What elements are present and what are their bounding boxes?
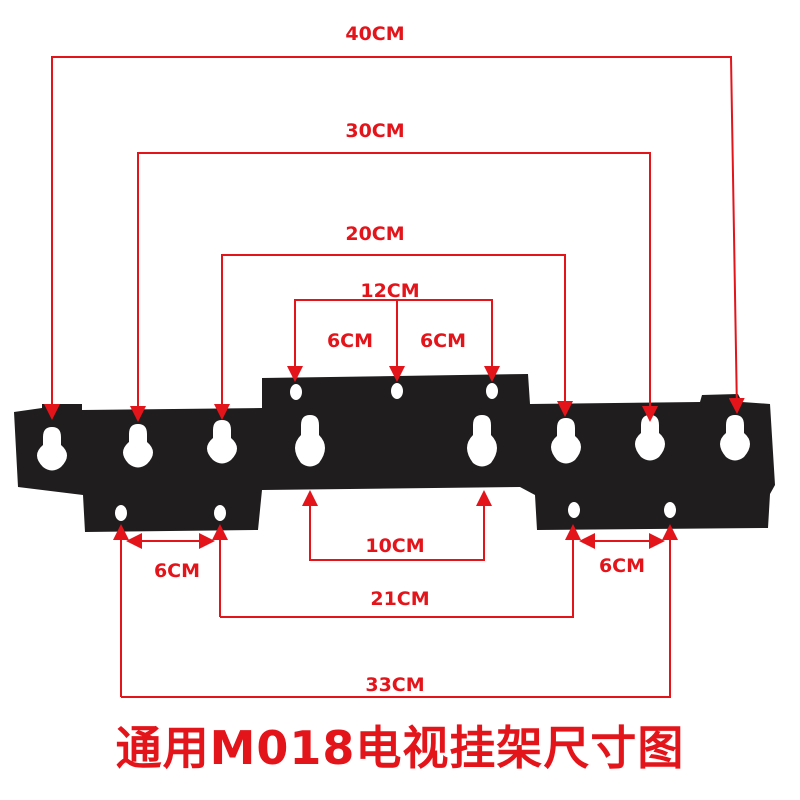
diagram-title: 通用M018电视挂架尺寸图 — [115, 721, 685, 775]
dimension-label-6cm-top-left: 6CM — [327, 330, 373, 352]
dimension-label-40cm: 40CM — [345, 23, 404, 45]
dimension-label-6cm-bottom-right: 6CM — [599, 555, 645, 577]
dimension-label-10cm: 10CM — [365, 535, 424, 557]
dimension-label-6cm-bottom-left: 6CM — [154, 560, 200, 582]
dimension-label-30cm: 30CM — [345, 120, 404, 142]
dimension-label-21cm: 21CM — [370, 588, 429, 610]
dimension-label-20cm: 20CM — [345, 223, 404, 245]
dimension-label-33cm: 33CM — [365, 674, 424, 696]
keyholes — [37, 383, 750, 521]
dimension-label-6cm-top-right: 6CM — [420, 330, 466, 352]
dimension-lines — [44, 56, 745, 698]
dimension-label-12cm: 12CM — [360, 280, 419, 302]
tv-wall-bracket — [14, 374, 775, 532]
